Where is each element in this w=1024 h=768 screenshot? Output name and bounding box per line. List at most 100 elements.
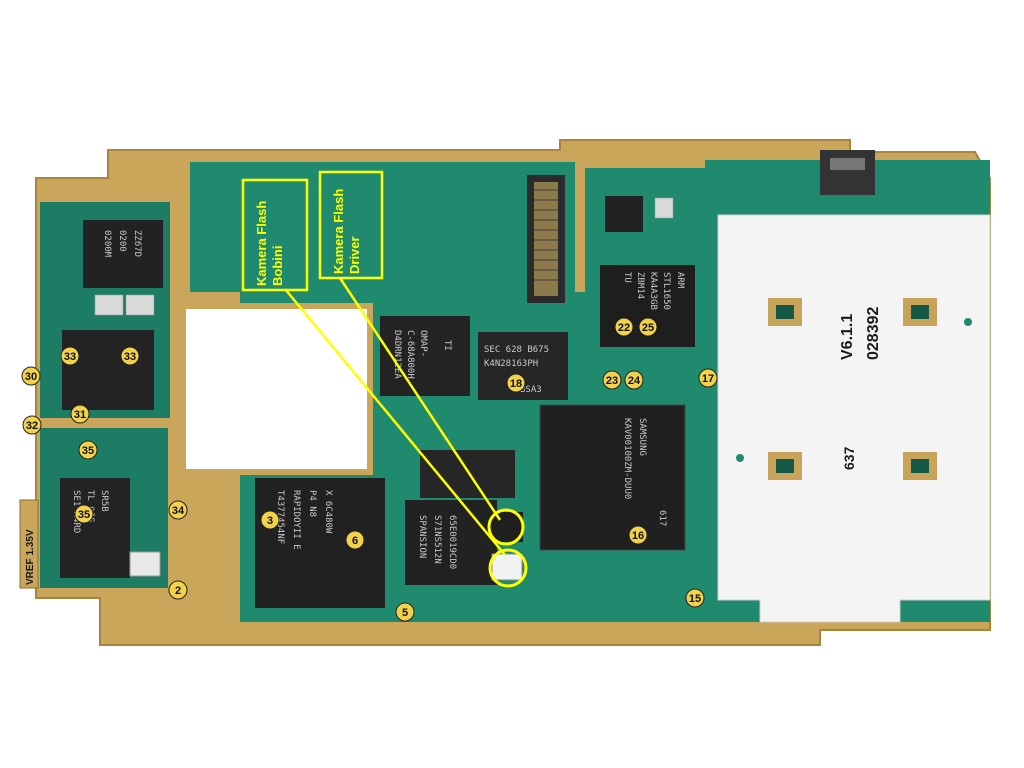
callout-marker [168, 500, 188, 520]
flash-driver-chip [491, 512, 523, 542]
chip-left-bottom: SE1 A4RD TL 0JS SR5B [60, 478, 130, 578]
callout-marker [60, 346, 80, 366]
callout-number: 34 [172, 505, 185, 517]
svg-text:VREF 1.35V: VREF 1.35V [25, 529, 36, 585]
callout-number: 6 [352, 535, 358, 547]
svg-text:RAPIDOYII E: RAPIDOYII E [291, 490, 301, 550]
callout-marker [602, 370, 622, 390]
callout-marker [78, 440, 98, 460]
svg-text:D4DRN12EA: D4DRN12EA [392, 330, 402, 379]
chip-samsung-memory: SAMSUNG KAV00100ZM-DUU0 617 [539, 404, 686, 551]
callout-number: 22 [618, 322, 630, 334]
board-connector [527, 175, 565, 303]
svg-text:SR5B: SR5B [99, 490, 109, 512]
callout-number: 16 [632, 530, 644, 542]
chip-ti-omap: D4DRN12EA C-68A800H OMAP- TI [380, 316, 470, 396]
callout-number: 3 [267, 515, 273, 527]
callout-number: 25 [642, 322, 654, 334]
callout-number: 31 [74, 409, 86, 421]
shield-version: V6.1.1 [839, 314, 856, 360]
svg-text:S71NS512N: S71NS512N [432, 515, 442, 564]
callout-marker [614, 317, 634, 337]
callout-marker [698, 368, 718, 388]
svg-text:KAV00100ZM-DUU0: KAV00100ZM-DUU0 [622, 418, 632, 499]
callout-number: 35 [78, 509, 90, 521]
svg-text:TI: TI [442, 340, 452, 351]
chip-left-middle [62, 330, 154, 410]
annotation-box-bobini [241, 178, 309, 292]
svg-text:0200M: 0200M [102, 230, 112, 258]
annotation-box-driver [318, 170, 384, 280]
callout-number: 30 [25, 371, 37, 383]
svg-text:C-68A800H: C-68A800H [405, 330, 415, 379]
svg-text:T4377454NF: T4377454NF [275, 490, 285, 544]
label-kamera-flash-driver-2: Driver [347, 236, 362, 274]
vref-label: VREF 1.35V [19, 499, 39, 589]
callout-marker [638, 317, 658, 337]
callout-number: 33 [64, 351, 76, 363]
callout-marker [21, 366, 41, 386]
callout-number: 17 [702, 373, 714, 385]
svg-text:K4N28163PH: K4N28163PH [484, 359, 538, 369]
svg-text:ZZ67D: ZZ67D [132, 230, 142, 257]
board-cutout [180, 303, 373, 475]
callout-marker [628, 525, 648, 545]
callout-number: 32 [26, 420, 38, 432]
callout-marker [22, 415, 42, 435]
callout-marker [168, 580, 188, 600]
svg-text:SPANSION: SPANSION [417, 515, 427, 558]
shield-code: 637 [841, 446, 857, 470]
label-kamera-flash-bobini-2: Bobini [270, 246, 285, 286]
callout-marker [506, 373, 526, 393]
chip-rapido: T4377454NF RAPIDOYII E P4 N8 X 6C480W [255, 478, 385, 608]
svg-text:65E0019CD0: 65E0019CD0 [447, 515, 457, 569]
callout-number: 2 [175, 585, 181, 597]
chip-sec-ram: SEC 628 B675 K4N28163PH BSA3 [478, 332, 568, 400]
svg-text:617: 617 [657, 510, 667, 526]
chip-left-top: 0200M 0200 ZZ67D [83, 220, 163, 288]
svg-text:OMAP-: OMAP- [418, 330, 428, 357]
shield-pads [768, 298, 937, 480]
highlight-flash-driver [487, 508, 525, 546]
svg-text:0200: 0200 [117, 230, 127, 252]
side-connector [820, 150, 875, 195]
svg-text:BSA3: BSA3 [520, 385, 542, 395]
label-kamera-flash-bobini-1: Kamera Flash [254, 201, 269, 286]
callout-number: 15 [689, 593, 701, 605]
svg-text:TU: TU [622, 272, 632, 283]
chip-spansion-flash: SPANSION S71NS512N 65E0019CD0 [405, 500, 497, 585]
small-chip-1 [605, 196, 643, 232]
crystal [129, 551, 161, 577]
svg-text:SAMSUNG: SAMSUNG [637, 418, 647, 456]
svg-text:ZBM14: ZBM14 [635, 272, 645, 299]
callout-marker [395, 602, 415, 622]
callout-marker [260, 510, 280, 530]
callout-marker [685, 588, 705, 608]
svg-text:ARM: ARM [675, 272, 685, 289]
callout-marker [74, 504, 94, 524]
svg-text:KA4A3GB: KA4A3GB [648, 272, 658, 310]
svg-text:STL1650: STL1650 [661, 272, 671, 310]
svg-text:SEC 628 B675: SEC 628 B675 [484, 345, 549, 355]
callout-marker [624, 370, 644, 390]
callout-marker [345, 530, 365, 550]
svg-text:P4 N8: P4 N8 [307, 490, 317, 517]
callout-marker [70, 404, 90, 424]
shield-serial: 028392 [865, 307, 882, 360]
callout-number: 5 [402, 607, 408, 619]
svg-text:TL 0JS: TL 0JS [85, 490, 95, 523]
flash-coil [491, 553, 523, 581]
annotation-leaders [284, 277, 506, 556]
svg-text:X 6C480W: X 6C480W [323, 490, 333, 534]
highlight-flash-coil [488, 548, 528, 588]
callout-number: 35 [82, 445, 94, 457]
label-kamera-flash-driver-1: Kamera Flash [331, 189, 346, 274]
callout-number: 18 [510, 378, 522, 390]
small-chip-2 [420, 450, 515, 498]
callout-marker [120, 346, 140, 366]
rf-shield [717, 214, 991, 623]
callout-number: 24 [628, 375, 641, 387]
callout-number: 33 [124, 351, 136, 363]
